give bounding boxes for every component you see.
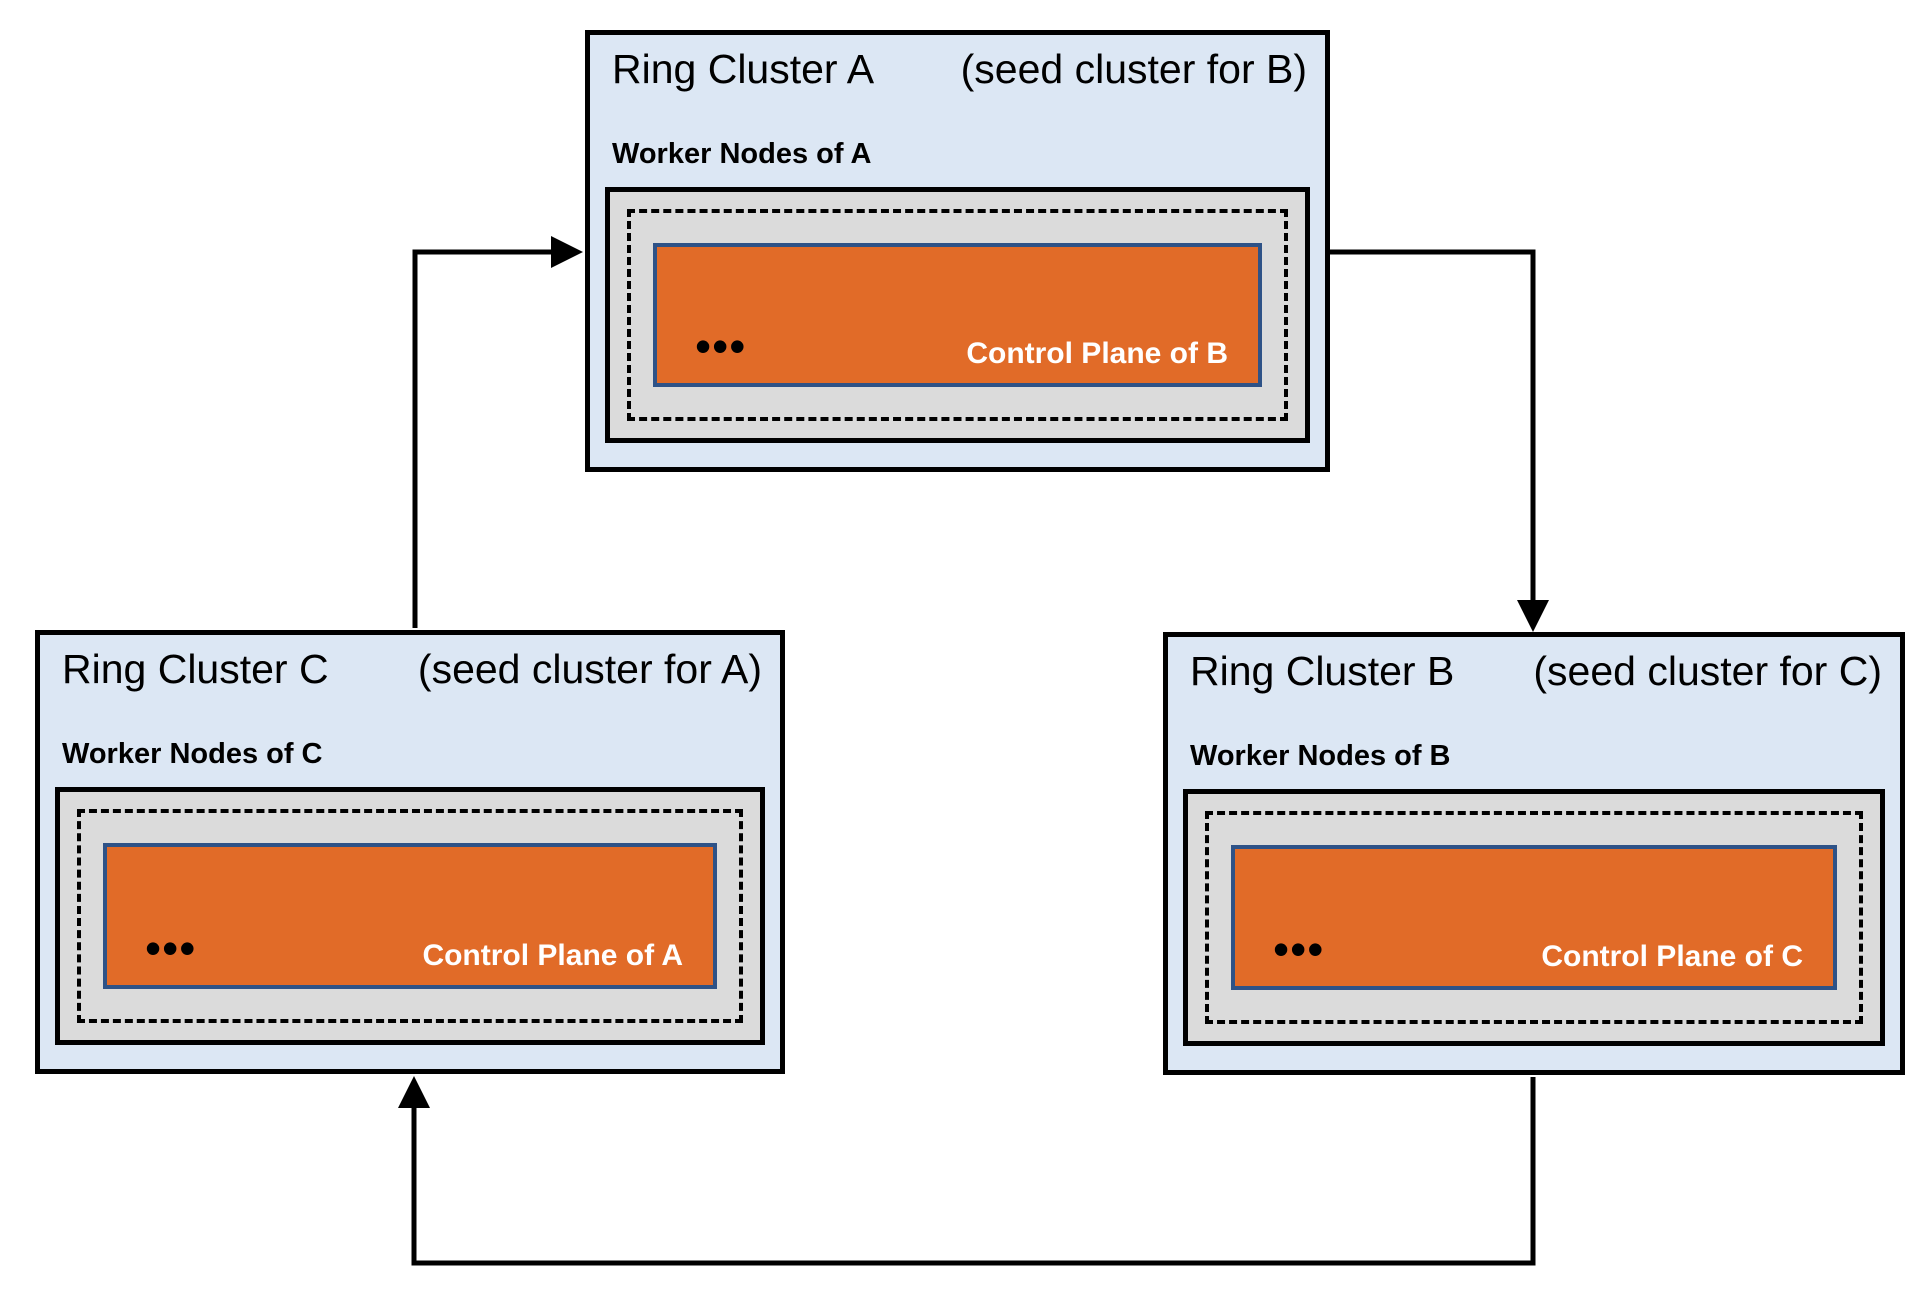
ellipsis-dots: •••: [145, 922, 197, 974]
cluster-c-control-plane-label: Control Plane of A: [422, 939, 683, 972]
cluster-b-worker-box: ••• Control Plane of C: [1183, 789, 1885, 1046]
cluster-b-seed-note: (seed cluster for C): [1533, 648, 1882, 694]
cluster-c-control-plane: ••• Control Plane of A: [103, 843, 717, 989]
arrow-a-to-b-head: [1517, 600, 1549, 632]
arrow-c-to-a-line: [412, 249, 553, 628]
arrow-c-to-a-head: [551, 236, 583, 268]
cluster-b-name: Ring Cluster B: [1190, 648, 1455, 694]
cluster-c-title: Ring Cluster C (seed cluster for A): [62, 646, 762, 692]
cluster-c-dashed-box: ••• Control Plane of A: [77, 809, 743, 1023]
cluster-a-name: Ring Cluster A: [612, 46, 875, 92]
ellipsis-dots: •••: [695, 320, 747, 372]
arrow-b-to-c-head: [398, 1076, 430, 1108]
cluster-a-control-plane: ••• Control Plane of B: [653, 243, 1262, 387]
arrow-b-to-c-line: [411, 1077, 1536, 1266]
cluster-a-control-plane-label: Control Plane of B: [966, 337, 1228, 370]
cluster-c-worker-box: ••• Control Plane of A: [55, 787, 765, 1045]
cluster-b-worker-label: Worker Nodes of B: [1190, 740, 1451, 772]
cluster-c-seed-note: (seed cluster for A): [417, 646, 762, 692]
cluster-c-name: Ring Cluster C: [62, 646, 329, 692]
cluster-b-control-plane-label: Control Plane of C: [1541, 940, 1803, 973]
cluster-b-control-plane: ••• Control Plane of C: [1231, 845, 1837, 990]
arrow-a-to-b-line: [1330, 249, 1536, 602]
cluster-b-dashed-box: ••• Control Plane of C: [1205, 811, 1863, 1024]
ellipsis-dots: •••: [1273, 923, 1325, 975]
cluster-c-worker-label: Worker Nodes of C: [62, 738, 323, 770]
cluster-a: Ring Cluster A (seed cluster for B) Work…: [585, 30, 1330, 472]
cluster-a-title: Ring Cluster A (seed cluster for B): [612, 46, 1307, 92]
cluster-a-worker-box: ••• Control Plane of B: [605, 187, 1310, 443]
cluster-a-worker-label: Worker Nodes of A: [612, 138, 872, 170]
cluster-a-dashed-box: ••• Control Plane of B: [627, 209, 1288, 421]
cluster-c: Ring Cluster C (seed cluster for A) Work…: [35, 630, 785, 1074]
cluster-a-seed-note: (seed cluster for B): [960, 46, 1307, 92]
cluster-b-title: Ring Cluster B (seed cluster for C): [1190, 648, 1882, 694]
cluster-b: Ring Cluster B (seed cluster for C) Work…: [1163, 632, 1905, 1075]
